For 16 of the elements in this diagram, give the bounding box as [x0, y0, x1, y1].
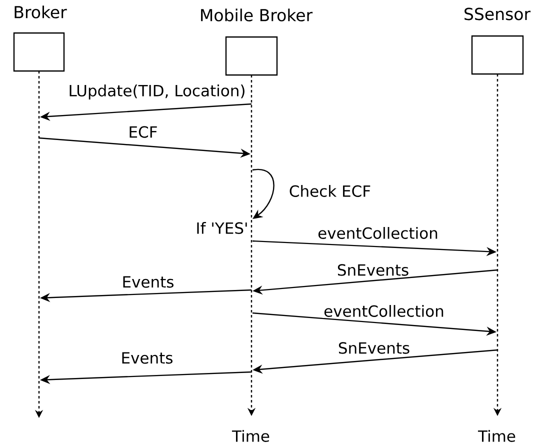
- edge-label: eventCollection: [316, 226, 440, 240]
- edge-label: Check ECF: [288, 184, 372, 198]
- participant-name: SSensor: [464, 8, 531, 20]
- time-label: Time: [477, 428, 517, 443]
- edge-label: ECF: [127, 125, 159, 139]
- edge-label: LUpdate(TID, Location): [67, 84, 247, 100]
- participant-name: Mobile Broker: [201, 8, 313, 22]
- participant-name: Broker: [14, 6, 67, 18]
- edge-label: Events: [120, 275, 176, 289]
- edge-label: SnEvents: [336, 263, 410, 277]
- condition-label: If 'YES': [194, 221, 250, 235]
- time-label: Time: [231, 428, 271, 443]
- self-arrow: [252, 168, 274, 219]
- edge-label: SnEvents: [336, 341, 412, 355]
- edge-label: Events: [120, 351, 174, 365]
- edge-label: eventCollection: [322, 304, 446, 318]
